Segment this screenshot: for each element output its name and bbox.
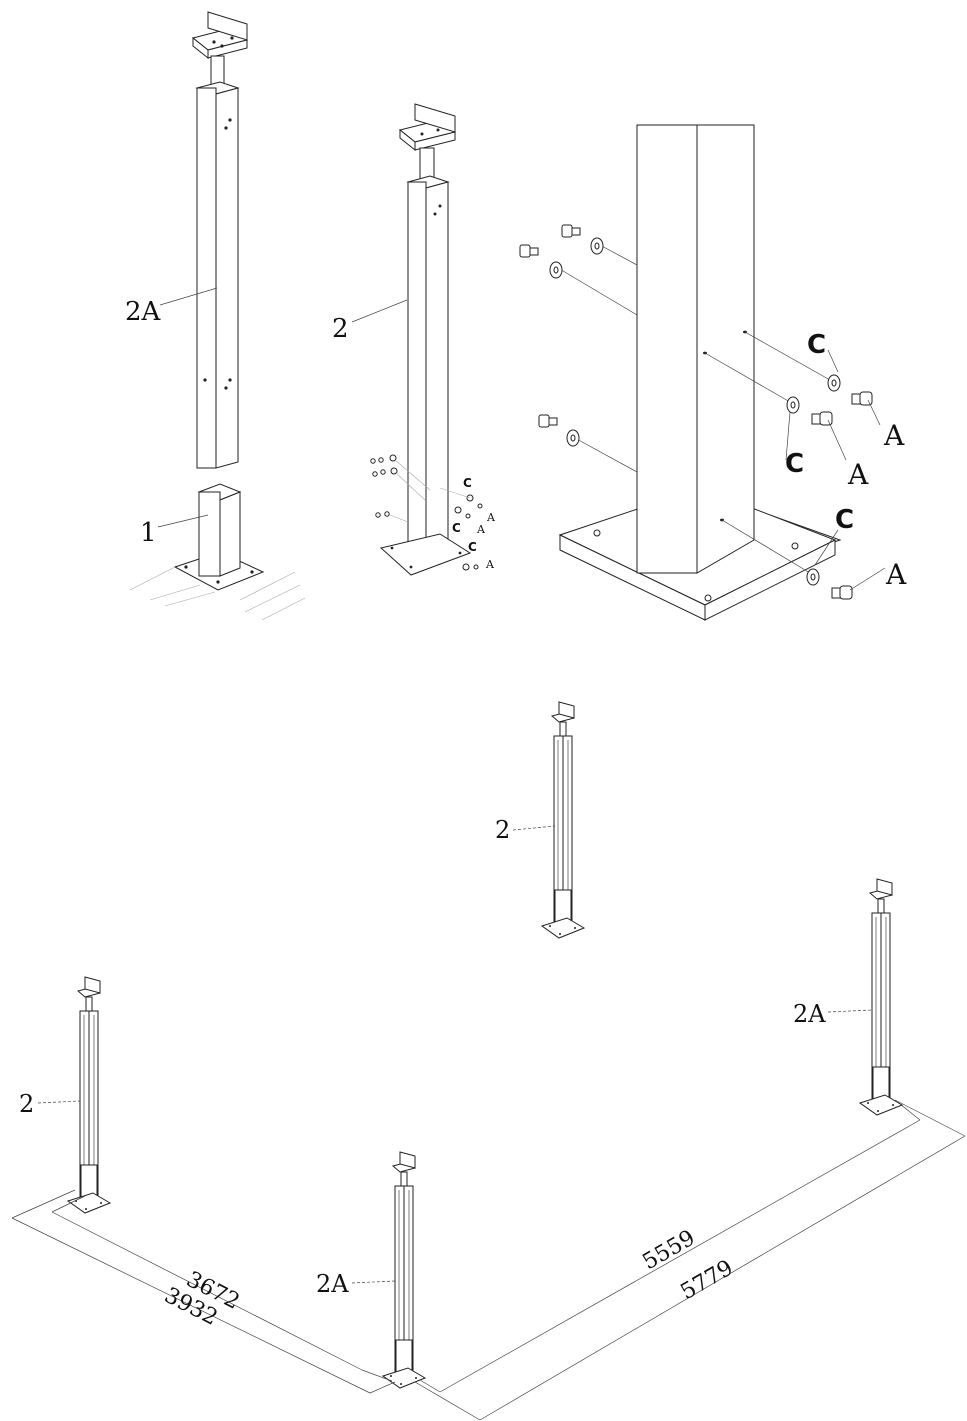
dim-right-inner: 5559: [639, 1226, 700, 1276]
detail-callout-a1: A: [883, 419, 905, 452]
leader-layout-left: [37, 1100, 81, 1104]
detail-callout-a2: A: [847, 458, 869, 491]
callout-layout-back: 2: [495, 816, 510, 844]
leader-layout-front: [351, 1280, 396, 1284]
callout-layout-front: 2A: [316, 1270, 349, 1298]
leader-1: [157, 514, 209, 528]
layout-post-back: [541, 701, 585, 939]
base-plate-1: [129, 483, 306, 621]
leader-2-top: [351, 299, 408, 323]
dim-right-outer: 5779: [677, 1256, 738, 1306]
mid-callout-c1: C: [463, 476, 472, 490]
mid-callout-a1: A: [486, 511, 496, 524]
leader-layout-right: [827, 1009, 873, 1013]
mid-callout-a2: A: [476, 523, 486, 536]
leader-2a-top: [159, 287, 218, 306]
layout-post-front: [382, 1151, 426, 1389]
leader-layout-back: [512, 825, 556, 831]
layout-post-left: [67, 976, 111, 1214]
callout-layout-right: 2A: [793, 1000, 826, 1028]
callout-2: 2: [332, 314, 349, 344]
detail-callout-c3: C: [835, 505, 854, 535]
detail-callout-c2: C: [785, 449, 804, 479]
mid-callout-a3: A: [485, 558, 495, 571]
layout-post-right: [859, 878, 903, 1116]
mid-callout-c2: C: [452, 521, 461, 535]
mid-callout-c3: C: [468, 540, 477, 554]
post-2-assembled: [370, 103, 483, 576]
post-2a-exploded: [191, 11, 249, 469]
callout-layout-left: 2: [19, 1090, 34, 1118]
dimension-lines: [11, 1099, 966, 1421]
detail-callout-a3: A: [885, 558, 907, 591]
callout-1: 1: [140, 518, 157, 548]
detail-callout-c1: C: [807, 330, 826, 360]
callout-2a: 2A: [125, 297, 162, 327]
bolt-detail: [519, 124, 886, 621]
